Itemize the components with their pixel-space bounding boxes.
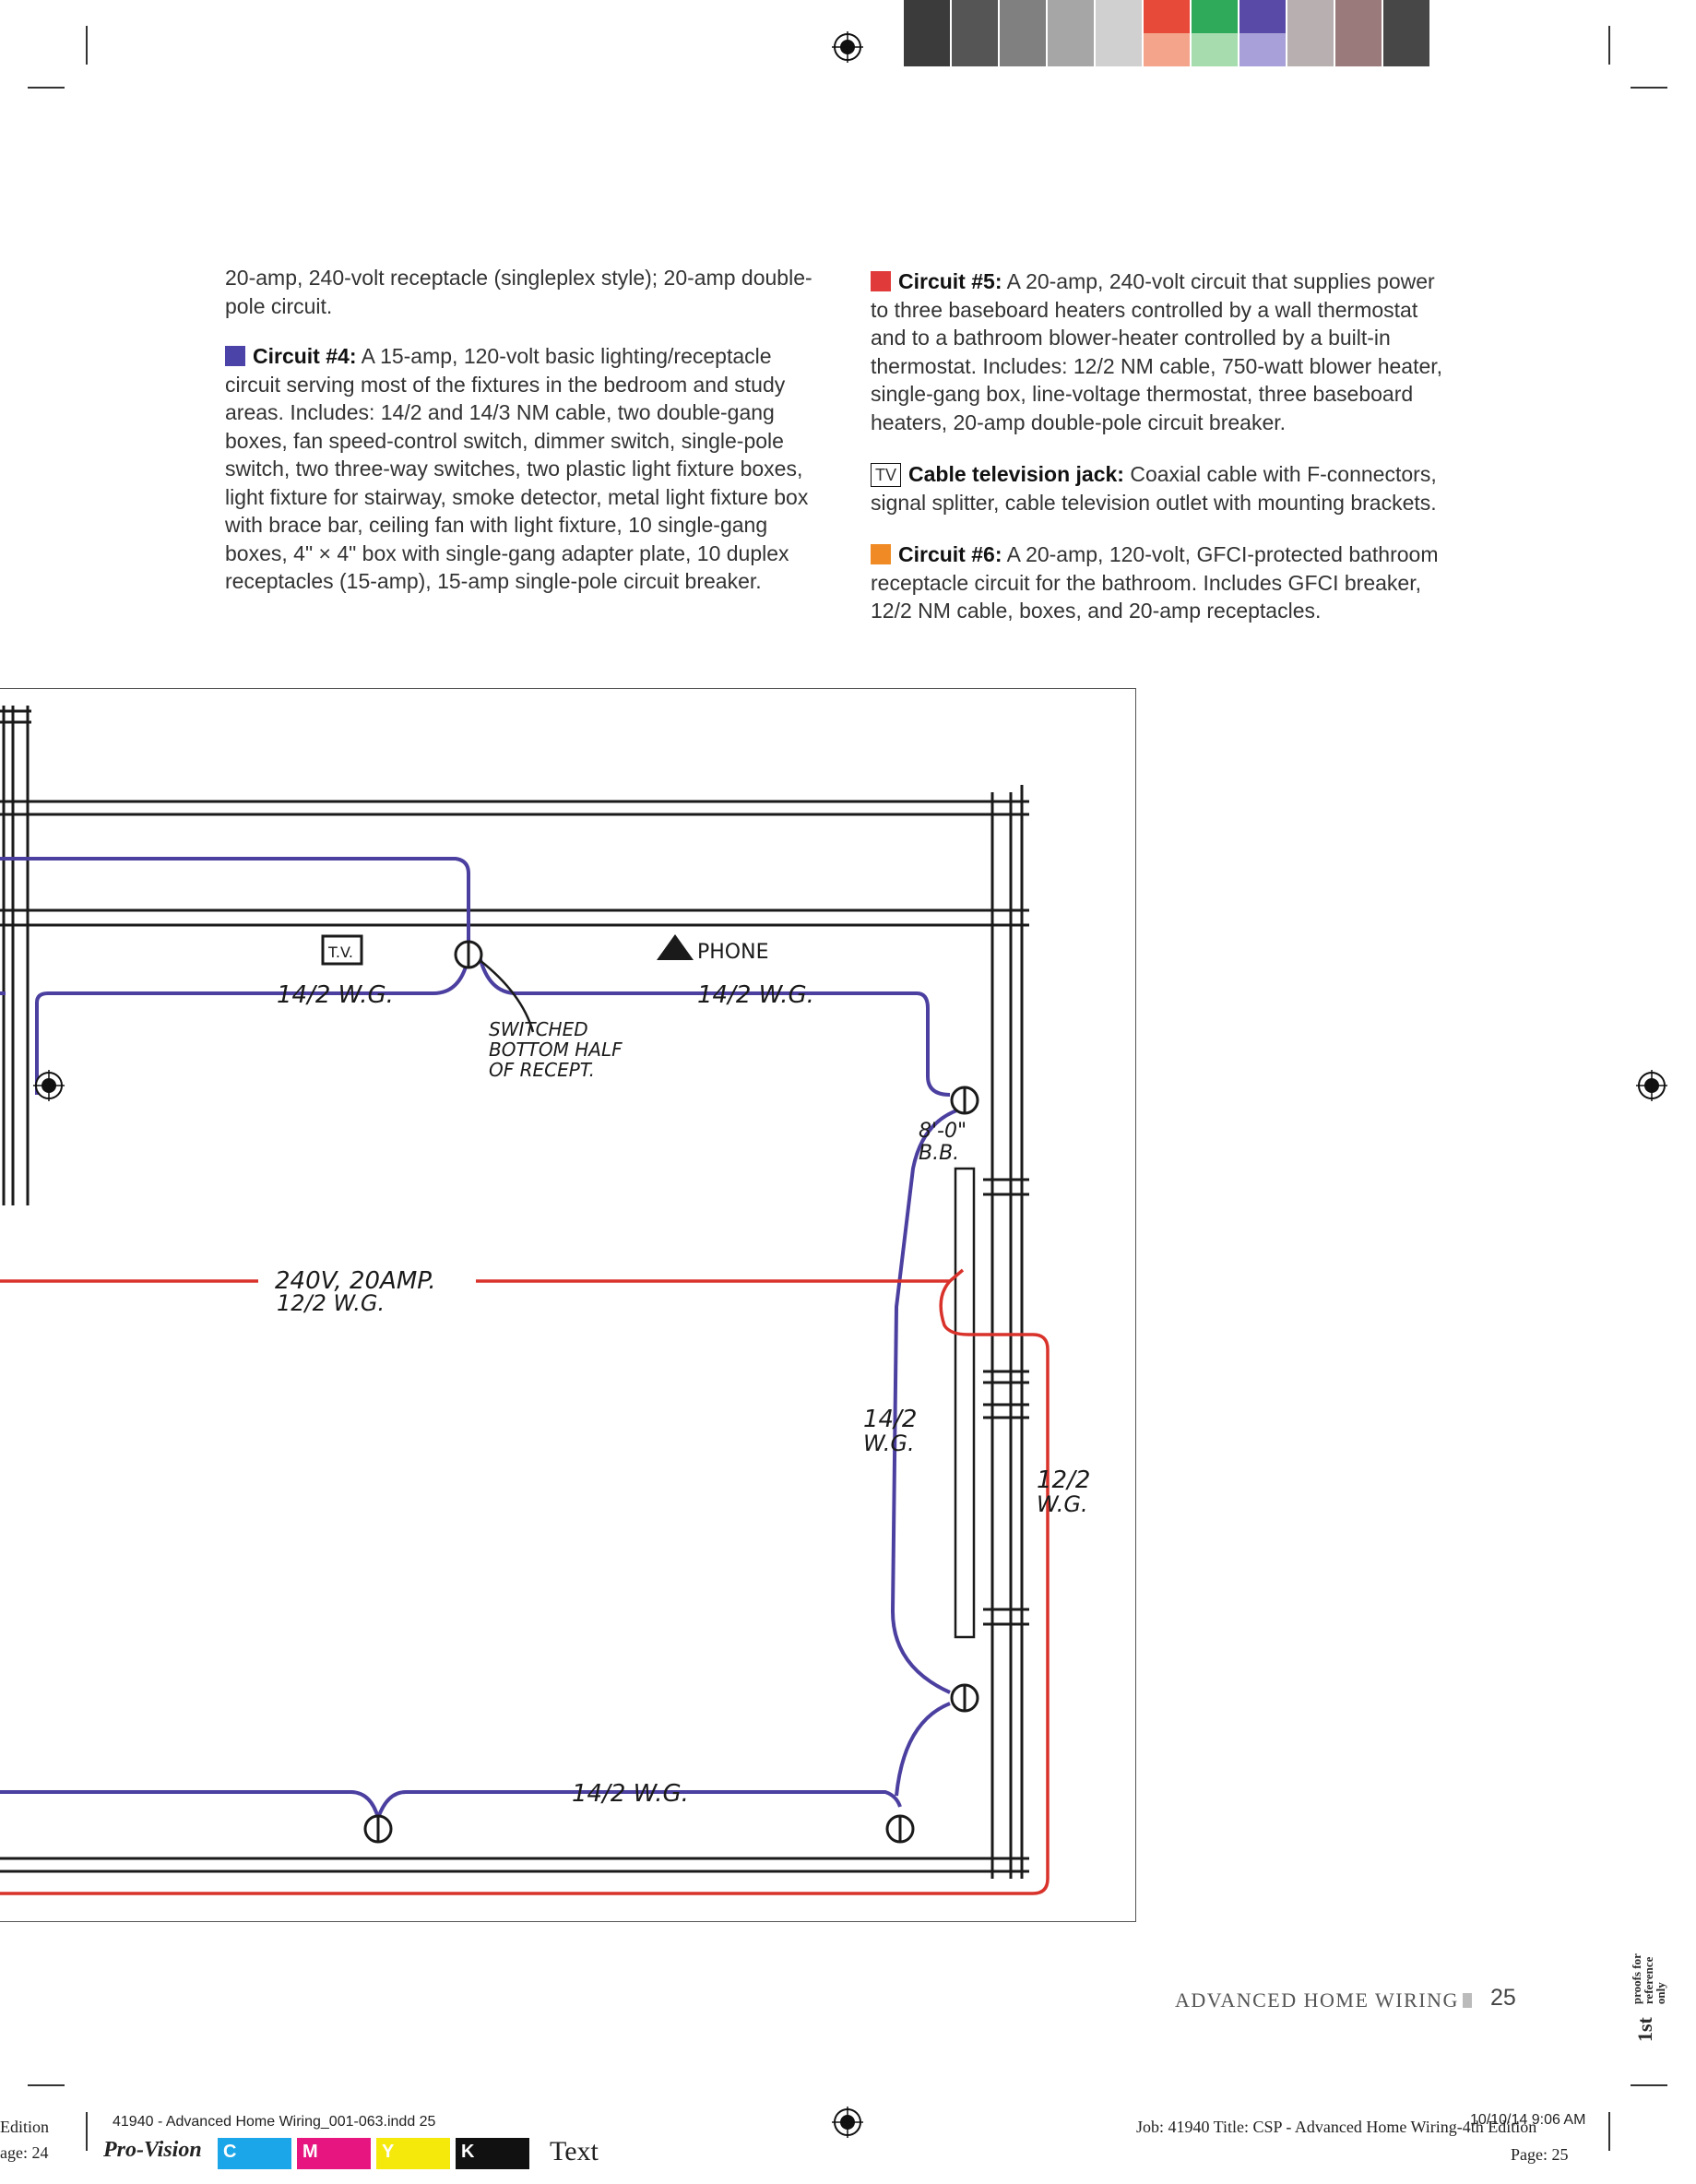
circuit-4-label: Circuit #4: (253, 344, 357, 368)
switched-label-line-3: OF RECEPT. (489, 1059, 595, 1081)
blue-wire (890, 1108, 960, 1694)
wire-label-bottom: 14/2 W.G. (572, 1780, 689, 1808)
wire-label-top-right: 14/2 W.G. (697, 981, 814, 1009)
proofs-text-3: only (1654, 1982, 1667, 2005)
color-swatch (1383, 0, 1429, 66)
circuit-5-label: Circuit #5: (898, 269, 1002, 293)
circuit-5-paragraph: Circuit #5: A 20-amp, 240-volt circuit t… (871, 267, 1455, 436)
color-swatch (1000, 0, 1046, 66)
pro-vision-logo: Pro-Vision (103, 2138, 202, 2162)
crop-mark (28, 87, 65, 89)
receptacle-symbol (363, 940, 979, 1844)
blue-wire (35, 956, 470, 1095)
page-number: 25 (1490, 1985, 1516, 2011)
wiring-diagram-drawing: T.V. PHONE 14/2 W.G. 14/2 W.G. SWITCHED … (0, 706, 1090, 1895)
color-swatch (952, 0, 998, 66)
vertical-red-label-2: W.G. (1037, 1491, 1088, 1517)
tv-jack-symbol (321, 934, 363, 966)
blue-wire (0, 1790, 902, 1824)
footer-separator (1463, 1993, 1472, 2008)
switched-label-line-1: SWITCHED (489, 1018, 588, 1040)
left-text-column: 20-amp, 240-volt receptacle (singleplex … (225, 264, 819, 618)
proofs-stamp: 1st proofs for reference only (1630, 1953, 1667, 2042)
cable-tv-text: Coaxial cable with F-connectors, signal … (871, 462, 1437, 515)
vertical-red-label-1: 12/2 (1037, 1466, 1090, 1494)
circuit-6-label: Circuit #6: (898, 542, 1002, 566)
color-swatch (1335, 0, 1382, 66)
running-title: ADVANCED HOME WIRING (1175, 1988, 1459, 2012)
red-wire (476, 1268, 965, 1283)
baseboard-label: B.B. (919, 1142, 959, 1165)
text-plate-label: Text (550, 2136, 599, 2166)
crop-mark (1608, 26, 1610, 65)
cable-tv-label: Cable television jack: (908, 462, 1124, 486)
circuit-4-text: A 15-amp, 120-volt basic lighting/recept… (225, 344, 809, 593)
slug-job-line: Job: 41940 Title: CSP - Advanced Home Wi… (1136, 2118, 1537, 2136)
crop-mark (1631, 87, 1667, 89)
yellow-swatch: Y (376, 2138, 450, 2169)
color-swatch (904, 0, 950, 66)
crop-mark (1608, 2112, 1610, 2151)
proofs-1st: 1st (1633, 2017, 1657, 2042)
magenta-swatch: M (297, 2138, 371, 2169)
baseboard-heater (954, 1167, 976, 1639)
registration-mark-icon (832, 2107, 863, 2138)
phone-label: PHONE (697, 941, 768, 964)
crop-mark (28, 2084, 65, 2086)
color-swatch (1144, 0, 1190, 66)
circuit-6-paragraph: Circuit #6: A 20-amp, 120-volt, GFCI-pro… (871, 540, 1455, 625)
slug-left-edition: Edition (0, 2118, 49, 2136)
wire-label-top-left: 14/2 W.G. (277, 981, 394, 1009)
cyan-swatch: C (218, 2138, 291, 2169)
red-wire-label-1: 240V, 20AMP. (275, 1267, 436, 1295)
color-swatch (1048, 0, 1094, 66)
crop-mark (86, 26, 88, 65)
tv-jack-icon: TV (871, 463, 902, 487)
color-swatch (1287, 0, 1334, 66)
phone-triangle-icon (657, 934, 694, 960)
wiring-diagram: T.V. PHONE 14/2 W.G. 14/2 W.G. SWITCHED … (0, 688, 1136, 1922)
vertical-blue-label-2: W.G. (863, 1430, 915, 1456)
tv-jack-label: T.V. (327, 944, 353, 961)
color-calibration-bar (904, 0, 1431, 66)
switched-label-line-2: BOTTOM HALF (489, 1039, 623, 1061)
vertical-blue-label-1: 14/2 (863, 1406, 917, 1433)
color-swatch (1096, 0, 1142, 66)
blue-wire (478, 956, 951, 1097)
circuit-4-paragraph: Circuit #4: A 15-amp, 120-volt basic lig… (225, 342, 819, 596)
slug-date: 10/10/14 9:06 AM (1470, 2112, 1586, 2128)
registration-mark-icon (832, 31, 863, 63)
crop-mark (86, 2112, 88, 2151)
circuit-5-color-square-icon (871, 271, 891, 291)
crop-mark (1631, 2084, 1667, 2086)
circuit-5-text: A 20-amp, 240-volt circuit that supplies… (871, 269, 1443, 434)
blue-wire (0, 857, 470, 953)
registration-mark-icon (33, 1070, 65, 1101)
circuit-6-text: A 20-amp, 120-volt, GFCI-protected bathr… (871, 542, 1439, 623)
right-text-column: Circuit #5: A 20-amp, 240-volt circuit t… (871, 267, 1455, 647)
blue-wire (895, 1702, 951, 1797)
red-wire-label-2: 12/2 W.G. (277, 1290, 385, 1316)
slug-file-line: 41940 - Advanced Home Wiring_001-063.ind… (113, 2114, 436, 2130)
color-swatch (1192, 0, 1238, 66)
color-swatch (1239, 0, 1286, 66)
red-wire (0, 1279, 1050, 1895)
black-swatch: K (456, 2138, 529, 2169)
continuation-paragraph: 20-amp, 240-volt receptacle (singleplex … (225, 266, 812, 318)
slug-page-right: Page: 25 (1511, 2145, 1569, 2164)
slug-left-page: age: 24 (0, 2143, 49, 2162)
registration-mark-icon (1636, 1070, 1667, 1101)
cmyk-bar: C M Y K (218, 2138, 535, 2169)
circuit-6-color-square-icon (871, 544, 891, 564)
baseboard-length-label: 8'-0" (919, 1120, 967, 1143)
leader-line (479, 959, 535, 1033)
circuit-4-color-square-icon (225, 346, 245, 366)
